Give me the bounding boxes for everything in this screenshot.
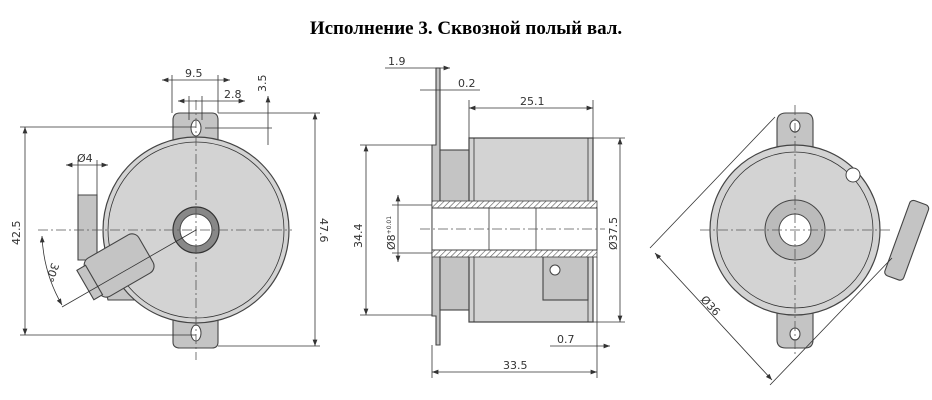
connector-block [542, 254, 589, 301]
cable-gland [76, 233, 155, 301]
dim-0-7: 0.7 [557, 333, 575, 346]
dim-angle-30: 30° [43, 261, 62, 284]
dim-2-8: 2.8 [224, 88, 242, 101]
dim-3-5: 3.5 [256, 75, 269, 93]
dim-9-5: 9.5 [185, 67, 203, 80]
front-view: 9.5 2.8 3.5 Ø4 42.5 47.6 30° [10, 67, 330, 360]
dim-42-5: 42.5 [10, 221, 23, 246]
dim-37-5: Ø37.5 [607, 217, 620, 250]
dim-33-5: 33.5 [503, 359, 528, 372]
shaft-wall-bottom [431, 249, 598, 258]
dim-1-9: 1.9 [388, 55, 406, 68]
dim-47-6: 47.6 [317, 218, 330, 243]
dim-25-1: 25.1 [520, 95, 545, 108]
dim-34-4: 34.4 [352, 224, 365, 249]
rear-cable-gland [884, 199, 930, 281]
dim-cable-dia: Ø4 [77, 152, 93, 165]
screw-icon [549, 264, 561, 276]
side-view: 1.9 0.2 25.1 34.4 Ø8+0.01 Ø37.5 0.7 33.5 [352, 55, 625, 378]
dim-36: Ø36 [698, 293, 723, 318]
rear-screw-hole [845, 167, 861, 183]
rear-view: Ø36 [649, 105, 930, 386]
dim-0-2: 0.2 [458, 77, 476, 90]
dim-shaft-dia: Ø8+0.01 [385, 216, 398, 250]
drawing-title: Исполнение 3. Сквозной полый вал. [309, 18, 623, 39]
shaft-wall-top [431, 200, 598, 209]
